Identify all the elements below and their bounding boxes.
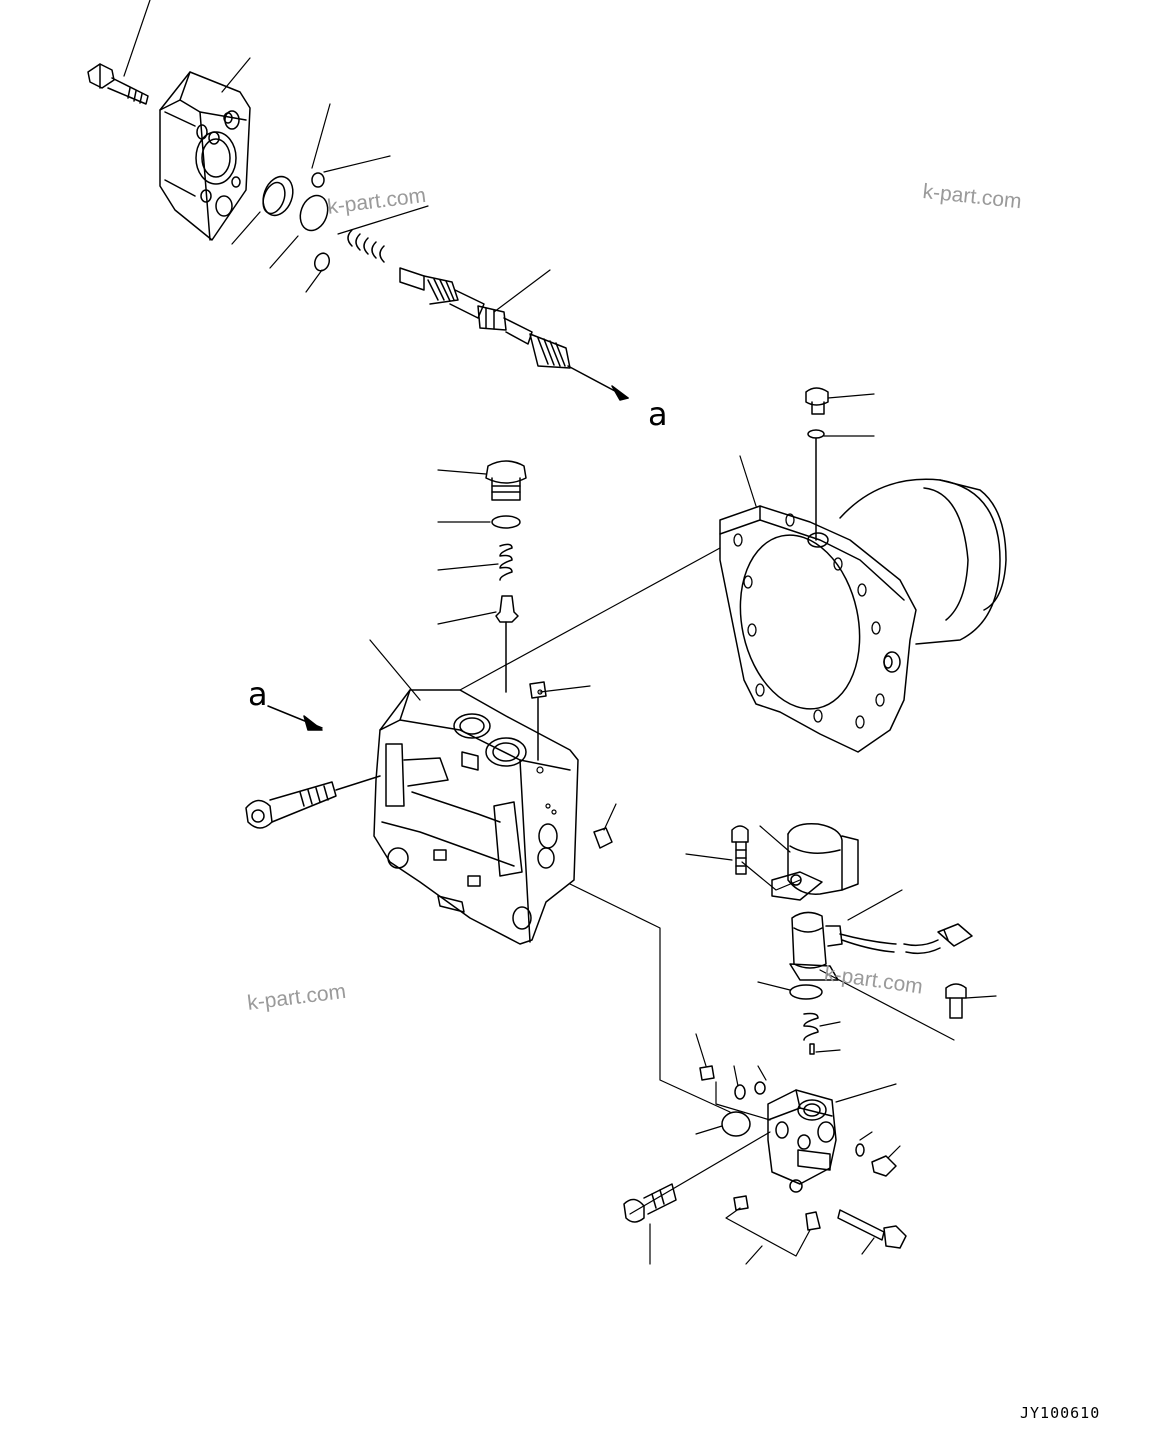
arrow-label-left: a	[248, 675, 268, 713]
arrow-a-left-head	[303, 715, 323, 731]
figure-code: JY100610	[1020, 1404, 1101, 1422]
check-valve-bolt	[623, 1183, 677, 1223]
leader-lines-top	[123, 0, 551, 313]
small-o-ring-c	[855, 1143, 865, 1157]
small-plug-right	[871, 1155, 897, 1177]
small-valve-long-bolt	[837, 1209, 907, 1249]
arrow-label-top: a	[648, 395, 668, 433]
motor-plug-washer	[807, 429, 825, 439]
small-plug-b	[733, 1195, 749, 1211]
large-o-ring	[721, 1111, 751, 1137]
small-o-ring-b	[754, 1081, 766, 1095]
poppet	[495, 595, 519, 623]
small-plug-a	[699, 1065, 715, 1081]
cover-block	[159, 71, 251, 241]
arrow-a-top-head	[611, 385, 629, 401]
spool	[399, 267, 571, 369]
solenoid-spring	[803, 1012, 819, 1041]
o-ring-mid	[299, 194, 329, 232]
plug-spring	[499, 543, 513, 581]
solenoid-o-ring	[789, 984, 823, 1000]
spool-spring	[347, 229, 385, 263]
solenoid-pin	[809, 1043, 815, 1055]
solenoid-bolt	[731, 825, 749, 843]
plug-o-ring	[491, 515, 521, 529]
block-long-bolt	[245, 775, 381, 829]
top-bolt	[87, 63, 149, 105]
block-small-plug	[529, 681, 547, 699]
small-plug-c	[805, 1211, 821, 1231]
small-o-ring-a	[734, 1084, 746, 1100]
o-ring-small-bottom	[313, 252, 331, 272]
small-valve-group	[623, 1033, 907, 1265]
solenoid-group	[685, 822, 997, 1055]
o-ring-small-top	[311, 172, 325, 188]
block-side-plug	[593, 827, 613, 849]
seal-ring-large	[262, 175, 294, 217]
motor-case	[719, 387, 1007, 753]
valve-block	[245, 547, 731, 1113]
plug-poppet-stack	[437, 460, 527, 693]
solenoid-screw	[945, 983, 967, 999]
wire-connector	[937, 923, 973, 947]
solenoid-wire	[839, 933, 897, 945]
cover-plate-group	[87, 0, 629, 401]
